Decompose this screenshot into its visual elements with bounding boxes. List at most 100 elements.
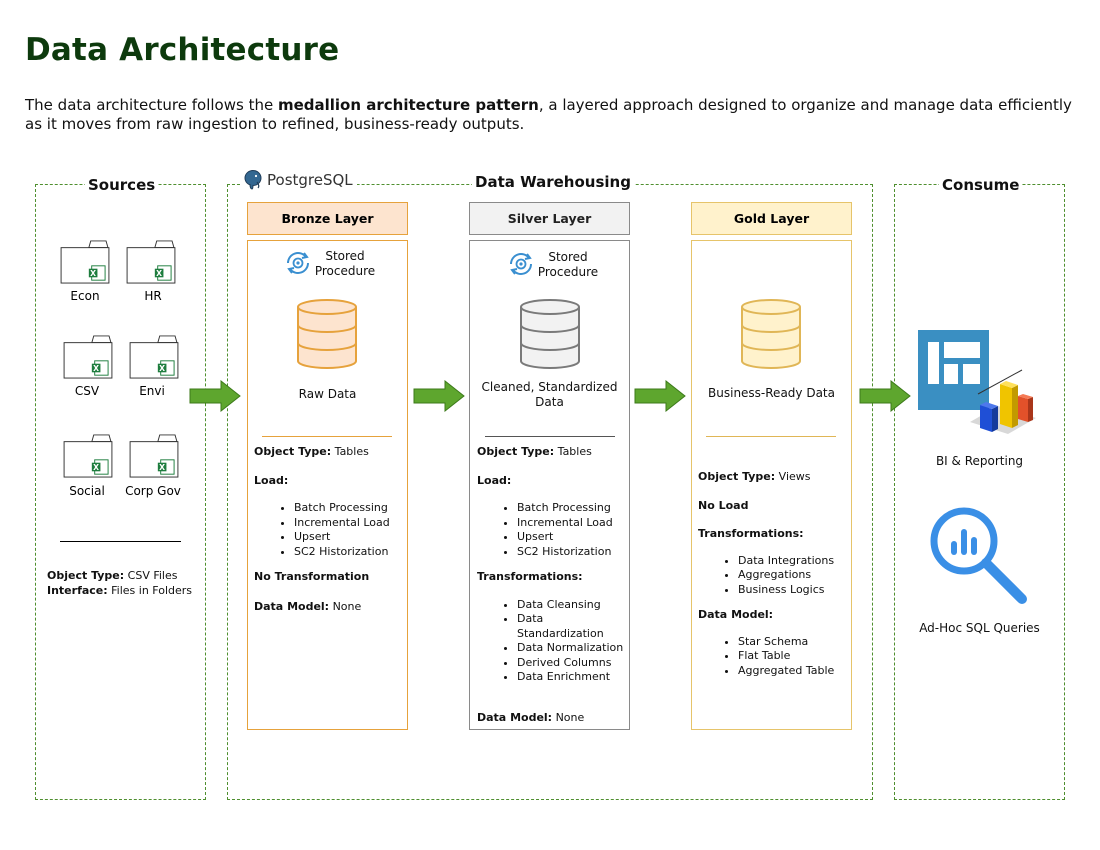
warehouse-title: Data Warehousing bbox=[472, 173, 634, 191]
gold-layer-header: Gold Layer bbox=[691, 202, 852, 235]
list-item: Data Integrations bbox=[738, 554, 848, 569]
postgresql-logo: PostgreSQL bbox=[240, 169, 357, 191]
arrow-right-icon bbox=[859, 380, 911, 412]
intro-prefix: The data architecture follows the bbox=[25, 96, 278, 114]
silver-layer-header: Silver Layer bbox=[469, 202, 630, 235]
bronze-object-type: Object Type: Tables bbox=[254, 445, 369, 458]
silver-divider bbox=[485, 436, 615, 437]
gold-database-icon bbox=[741, 299, 801, 369]
silver-load-label: Load: bbox=[477, 473, 512, 487]
intro-suffix: , a layered approach designed to organiz… bbox=[25, 96, 1072, 133]
folder-label-corp-gov: Corp Gov bbox=[125, 484, 181, 498]
bi-reporting-icon bbox=[918, 330, 1036, 434]
list-item: Star Schema bbox=[738, 635, 848, 650]
list-item: Aggregations bbox=[738, 568, 848, 583]
bronze-divider bbox=[262, 436, 392, 437]
folder-label-envi: Envi bbox=[139, 384, 165, 398]
adhoc-sql-search-icon bbox=[930, 507, 1027, 604]
list-item: Incremental Load bbox=[294, 516, 404, 531]
svg-text:X: X bbox=[159, 463, 165, 472]
svg-text:X: X bbox=[156, 269, 162, 278]
svg-text:X: X bbox=[90, 269, 96, 278]
bronze-layer-box bbox=[247, 240, 408, 730]
sources-divider bbox=[60, 541, 181, 542]
gold-transform-list: Data Integrations Aggregations Business … bbox=[698, 554, 848, 598]
list-item: Data Normalization bbox=[517, 641, 627, 656]
adhoc-sql-label: Ad-Hoc SQL Queries bbox=[919, 621, 1040, 635]
intro-paragraph: The data architecture follows the medall… bbox=[25, 96, 1075, 134]
svg-text:X: X bbox=[93, 364, 99, 373]
bronze-data-label: Raw Data bbox=[298, 387, 357, 401]
folder-corp-gov-icon: X bbox=[129, 434, 179, 478]
list-item: Data Enrichment bbox=[517, 670, 627, 685]
list-item: SC2 Historization bbox=[517, 545, 627, 560]
gold-layer-box bbox=[691, 240, 852, 730]
page-title: Data Architecture bbox=[25, 32, 340, 68]
gold-object-type: Object Type: Views bbox=[698, 470, 811, 483]
silver-object-type: Object Type: Tables bbox=[477, 445, 592, 458]
bronze-model: Data Model: None bbox=[254, 599, 362, 613]
list-item: Flat Table bbox=[738, 649, 848, 664]
folder-label-hr: HR bbox=[144, 289, 162, 303]
silver-transform-list: Data Cleansing Data Standardization Data… bbox=[477, 598, 627, 685]
arrow-right-icon bbox=[189, 380, 241, 412]
gold-transform-label: Transformations: bbox=[698, 527, 804, 540]
gold-divider bbox=[706, 436, 836, 437]
bi-reporting-label: BI & Reporting bbox=[935, 454, 1024, 468]
gold-model-label: Data Model: bbox=[698, 608, 774, 621]
list-item: Upsert bbox=[517, 530, 627, 545]
list-item: Batch Processing bbox=[517, 501, 627, 516]
folder-label-csv: CSV bbox=[74, 384, 100, 398]
svg-text:X: X bbox=[159, 364, 165, 373]
svg-text:X: X bbox=[93, 463, 99, 472]
postgresql-elephant-icon bbox=[244, 170, 262, 190]
intro-bold: medallion architecture pattern bbox=[277, 96, 539, 114]
folder-envi-icon: X bbox=[129, 335, 179, 379]
sources-title: Sources bbox=[85, 176, 159, 194]
folder-csv-icon: X bbox=[63, 335, 113, 379]
stored-procedure-icon bbox=[510, 253, 532, 275]
list-item: Upsert bbox=[294, 530, 404, 545]
stored-procedure-icon bbox=[287, 252, 309, 274]
silver-transform-label: Transformations: bbox=[477, 570, 583, 583]
gold-model-list: Star Schema Flat Table Aggregated Table bbox=[698, 635, 848, 679]
bronze-transform: No Transformation bbox=[254, 570, 370, 583]
folder-hr-icon: X bbox=[126, 240, 176, 284]
sources-info: Object Type: CSV Files Interface: Files … bbox=[47, 569, 202, 598]
sources-interface: Interface: Files in Folders bbox=[47, 583, 193, 597]
list-item: Batch Processing bbox=[294, 501, 404, 516]
bronze-layer-header: Bronze Layer bbox=[247, 202, 408, 235]
folder-social-icon: X bbox=[63, 434, 113, 478]
list-item: Data Standardization bbox=[517, 612, 627, 641]
bronze-details: Object Type: Tables Load: Batch Processi… bbox=[254, 445, 404, 614]
list-item: Incremental Load bbox=[517, 516, 627, 531]
consume-container bbox=[894, 184, 1065, 800]
silver-layer-box bbox=[469, 240, 630, 730]
gold-load: No Load bbox=[698, 498, 749, 512]
consume-title: Consume bbox=[939, 176, 1023, 194]
list-item: Aggregated Table bbox=[738, 664, 848, 679]
bronze-database-icon bbox=[297, 299, 357, 369]
silver-details: Object Type: Tables Load: Batch Processi… bbox=[477, 445, 627, 725]
silver-model: Data Model: None bbox=[477, 710, 585, 724]
arrow-right-icon bbox=[634, 380, 686, 412]
folder-label-econ: Econ bbox=[70, 289, 100, 303]
list-item: Business Logics bbox=[738, 583, 848, 598]
folder-label-social: Social bbox=[69, 484, 105, 498]
folder-econ-icon: X bbox=[60, 240, 110, 284]
bronze-load-label: Load: bbox=[254, 473, 289, 487]
sources-object-type: Object Type: CSV Files bbox=[47, 569, 178, 582]
list-item: Derived Columns bbox=[517, 656, 627, 671]
postgresql-label: PostgreSQL bbox=[267, 171, 353, 189]
arrow-right-icon bbox=[413, 380, 465, 412]
gold-data-label: Business-Ready Data bbox=[708, 386, 835, 400]
gold-details: Object Type: Views No Load Transformatio… bbox=[698, 470, 848, 678]
silver-database-icon bbox=[520, 299, 580, 369]
bronze-load-list: Batch Processing Incremental Load Upsert… bbox=[254, 501, 404, 559]
silver-load-list: Batch Processing Incremental Load Upsert… bbox=[477, 501, 627, 559]
list-item: Data Cleansing bbox=[517, 598, 627, 613]
list-item: SC2 Historization bbox=[294, 545, 404, 560]
